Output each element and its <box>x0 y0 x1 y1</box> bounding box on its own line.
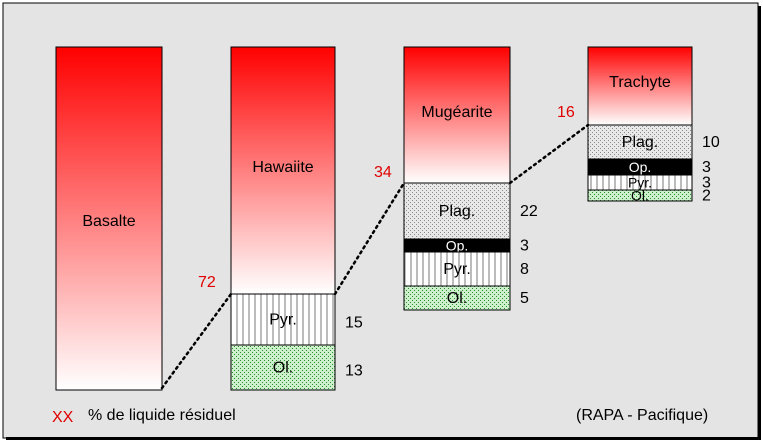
column-1: Basalte <box>55 46 163 391</box>
rock-name-label: Hawaiite <box>252 159 313 176</box>
dotted-connector-3 <box>508 123 590 185</box>
mineral-label: Op. <box>629 159 652 175</box>
mineral-label: Plag. <box>439 203 475 220</box>
rock-name-label: Trachyte <box>609 74 671 91</box>
mineral-value: 8 <box>520 261 529 278</box>
rock-name-label: Basalte <box>82 213 135 230</box>
melt-bar <box>55 46 163 391</box>
residual-liquid-value: 34 <box>374 164 392 181</box>
residual-trend-line <box>160 123 590 390</box>
source-label: (RAPA - Pacifique) <box>576 407 708 424</box>
mineral-bar-plag <box>403 182 511 240</box>
mineral-value: 5 <box>520 290 529 307</box>
mineral-bar-pyr <box>403 251 511 287</box>
mineral-value: 15 <box>345 315 363 332</box>
dotted-connector-1 <box>160 292 233 390</box>
mineral-bar-plag <box>587 124 693 160</box>
residual-liquid-value: 16 <box>557 104 575 121</box>
mineral-value: 2 <box>702 188 711 205</box>
legend-label: % de liquide résiduel <box>88 407 236 424</box>
columns-layer: BasalteHawaiitePyr.15Ol.1372MugéaritePla… <box>55 46 720 391</box>
rock-name-label: Mugéarite <box>421 104 492 121</box>
mineral-bar-ol <box>230 344 336 391</box>
mineral-label: Ol. <box>631 188 649 204</box>
residual-liquid-value: 72 <box>198 274 216 291</box>
mineral-value: 10 <box>702 134 720 151</box>
mineral-label: Op. <box>446 238 469 254</box>
legend-marker: XX <box>52 409 74 426</box>
mineral-value: 13 <box>345 363 363 380</box>
mineral-value: 3 <box>702 159 711 176</box>
mineral-value: 22 <box>520 203 538 220</box>
mineral-label: Plag. <box>622 134 658 151</box>
mineral-label: Pyr. <box>443 261 471 278</box>
dotted-connector-2 <box>333 181 406 296</box>
mineral-label: Ol. <box>447 290 467 307</box>
mineral-value: 3 <box>702 175 711 192</box>
mineral-bar-ol <box>403 285 511 311</box>
mineral-bar-ol <box>587 189 693 202</box>
mineral-bar-pyr <box>230 293 336 346</box>
mineral-label: Ol. <box>273 360 293 377</box>
mineral-label: Pyr. <box>269 312 297 329</box>
mineral-value: 3 <box>520 238 529 255</box>
melt-bar <box>587 46 693 126</box>
melt-bar <box>230 46 336 295</box>
mineral-label: Pyr. <box>628 175 652 191</box>
melt-bar <box>403 46 511 184</box>
